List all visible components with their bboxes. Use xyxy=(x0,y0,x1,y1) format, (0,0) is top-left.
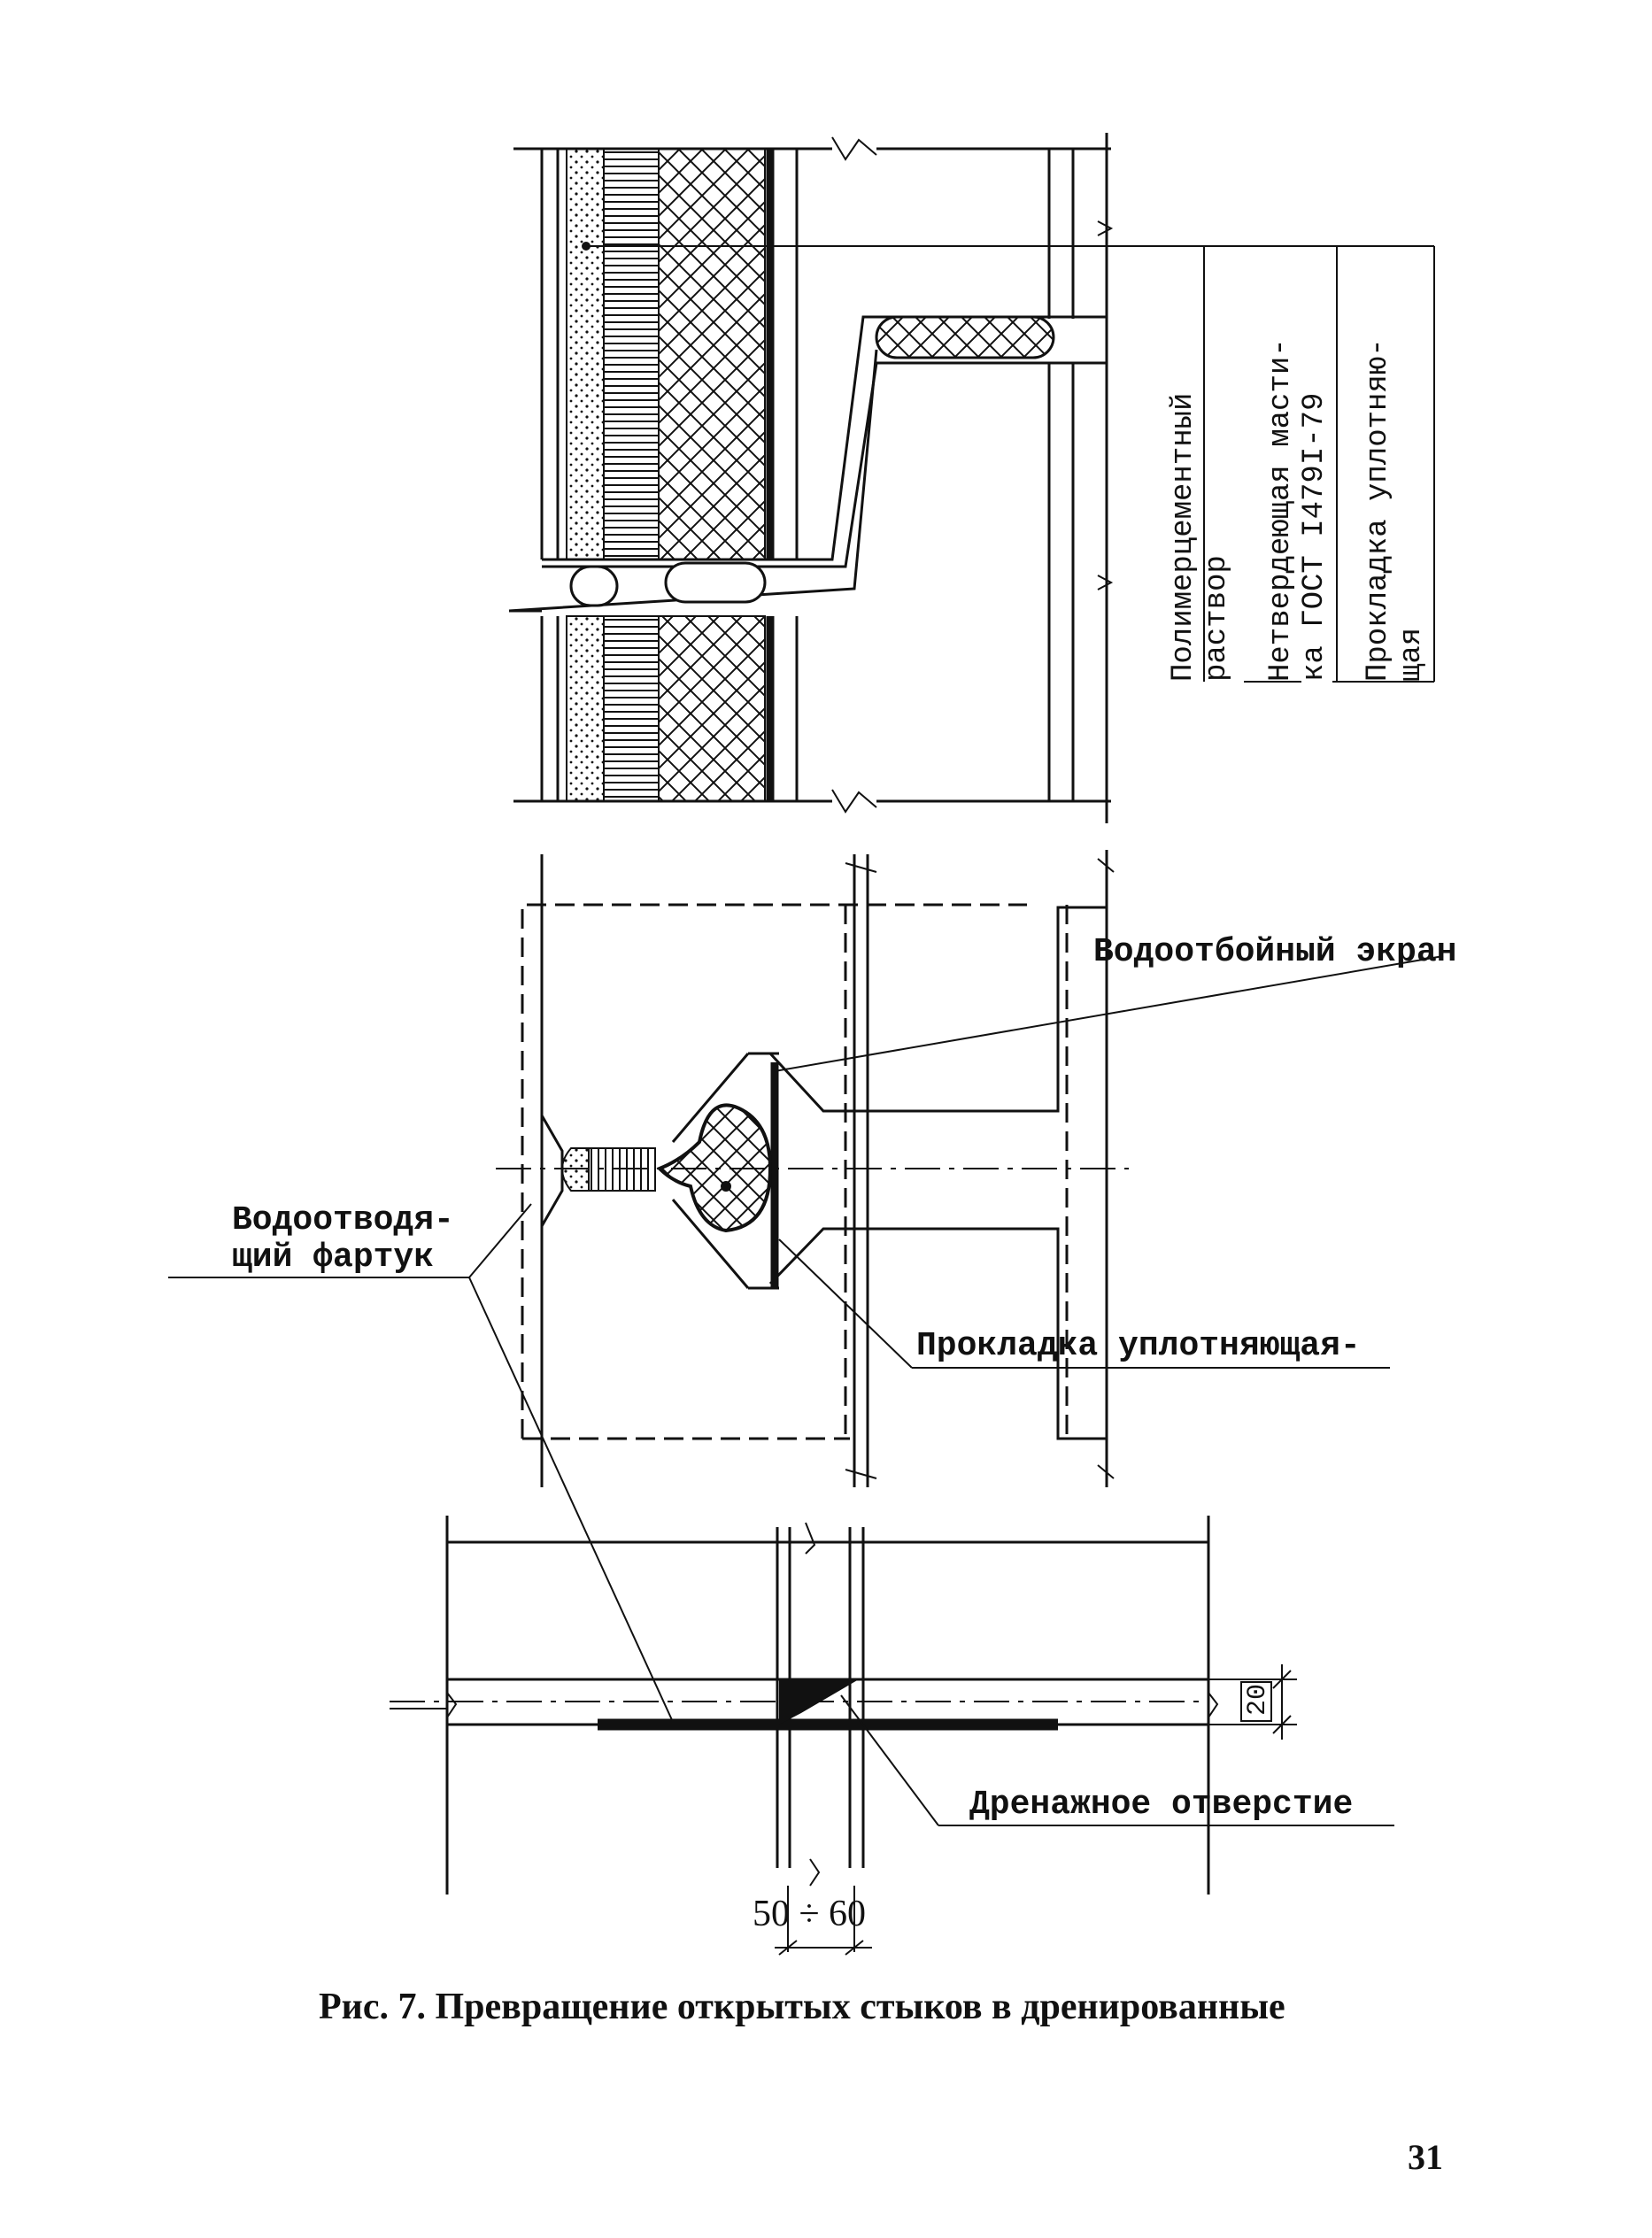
label-drain-hole: Дренажное отверстие xyxy=(969,1786,1353,1824)
svg-text:Нетвердеющая масти- ка Г: Нетвердеющая масти- ка ГОСТ I479I-79 xyxy=(1264,320,1332,682)
dim-height-20: 20 xyxy=(1243,1684,1273,1716)
top-labels: Полимерцементный раствор Нетвердеющая ма… xyxy=(1167,320,1429,682)
svg-text:Полимерцементный раствор: Полимерцементный раствор xyxy=(1167,374,1234,682)
label-polymer-line2: раствор xyxy=(1200,555,1234,682)
label-water-screen: Водоотбойный экран xyxy=(1093,933,1456,971)
label-apron-line2: щий фартук xyxy=(232,1239,434,1277)
top-wall-section xyxy=(508,133,1435,823)
svg-text:Прокладка уплотняю- щая: Прокладка уплотняю- щая xyxy=(1362,320,1429,682)
label-apron-line1: Водоотводя- xyxy=(232,1201,454,1239)
dim-width-50-60: 50 ÷ 60 xyxy=(753,1894,866,1934)
label-gasket-top-line1: Прокладка уплотняю- xyxy=(1362,338,1395,682)
label-mastic-line2: ка ГОСТ I479I-79 xyxy=(1298,393,1332,682)
label-gasket-top-line2: щая xyxy=(1395,628,1429,682)
label-mastic-line1: Нетвердеющая масти- xyxy=(1264,338,1298,682)
page-number: 31 xyxy=(1408,2137,1443,2177)
label-polymer-line1: Полимерцементный xyxy=(1167,393,1200,682)
figure-caption: Рис. 7. Превращение открытых стыков в др… xyxy=(319,1987,1285,2027)
bottom-labels: Дренажное отверстие 20 50 ÷ 60 xyxy=(753,1684,1353,1934)
middle-joint-plan xyxy=(168,850,1444,1723)
label-gasket-middle: Прокладка уплотняющая- xyxy=(916,1327,1361,1365)
bottom-elevation xyxy=(390,1516,1394,1956)
middle-labels: Водоотбойный экран Водоотводя- щий фарту… xyxy=(232,933,1456,1365)
